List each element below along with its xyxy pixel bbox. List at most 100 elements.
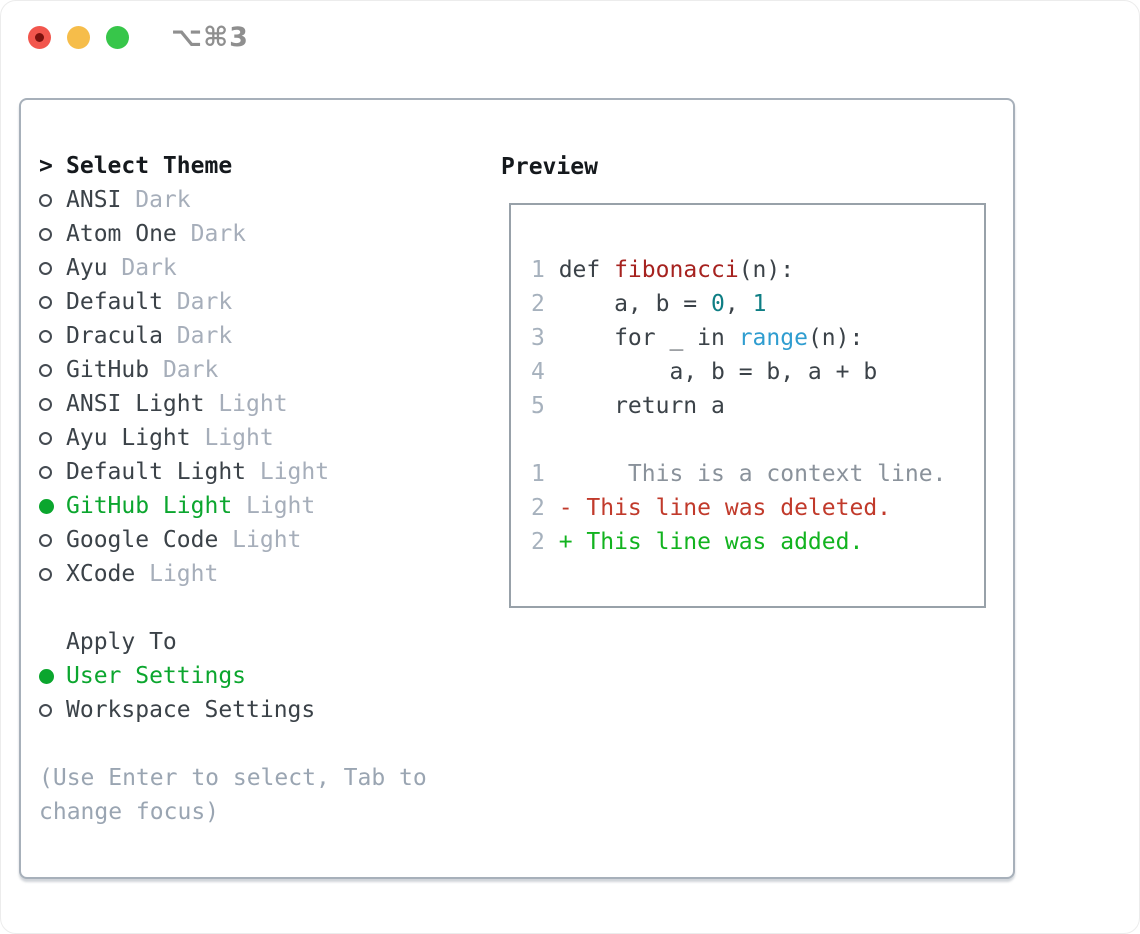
code-segment: fibonacci	[614, 257, 739, 283]
code-line: 5 return a	[531, 389, 974, 423]
radio-icon	[39, 261, 52, 275]
hint-text-line-1: (Use Enter to select, Tab to	[39, 765, 427, 791]
code-segment: - This line was deleted.	[558, 495, 892, 521]
radio-icon	[39, 431, 52, 445]
window-title: ⌥⌘3	[171, 21, 249, 53]
theme-name: Atom One	[66, 221, 177, 247]
marker	[39, 227, 66, 241]
marker	[39, 668, 66, 684]
theme-name: Ayu	[66, 255, 108, 281]
apply-to-option[interactable]: Workspace Settings	[39, 693, 489, 727]
preview-title: Preview	[501, 154, 598, 180]
theme-name: Ayu Light	[66, 425, 191, 451]
code-line: 2 - This line was deleted.	[531, 491, 974, 525]
zoom-button[interactable]	[106, 25, 129, 49]
code-segment: def	[558, 257, 615, 283]
code-segment: a, b =	[558, 291, 712, 317]
code-line: 2 + This line was added.	[531, 525, 974, 559]
line-content: for _ in range(n):	[558, 325, 864, 351]
marker	[39, 295, 66, 309]
theme-variant: Dark	[162, 357, 219, 383]
theme-option[interactable]: Atom One Dark	[39, 217, 489, 251]
titlebar: ⌥⌘3	[1, 1, 1139, 73]
marker	[39, 363, 66, 377]
code-line: 1 This is a context line.	[531, 457, 974, 491]
theme-option[interactable]: Ayu Dark	[39, 251, 489, 285]
minimize-button[interactable]	[67, 25, 90, 49]
theme-variant: Light	[204, 425, 274, 451]
marker	[39, 703, 66, 717]
line-content: - This line was deleted.	[559, 495, 891, 521]
close-button[interactable]	[28, 25, 51, 49]
line-number: 4	[531, 359, 545, 385]
line-number: 1	[531, 257, 545, 283]
theme-name: ANSI	[66, 187, 122, 213]
theme-name: ANSI Light	[66, 391, 205, 417]
code-line: 2 a, b = 0, 1	[531, 287, 974, 321]
theme-variant: Dark	[135, 187, 191, 213]
apply-to-option[interactable]: User Settings	[39, 659, 489, 693]
code-segment: range	[738, 325, 808, 351]
radio-icon	[39, 465, 52, 479]
radio-icon	[39, 533, 52, 547]
marker	[39, 329, 66, 343]
apply-to-label: Workspace Settings	[66, 697, 316, 723]
theme-option[interactable]: ANSI Light Light	[39, 387, 489, 421]
code-line: 3 for _ in range(n):	[531, 321, 974, 355]
line-content: This is a context line.	[559, 461, 947, 487]
code-segment: + This line was added.	[558, 529, 864, 555]
theme-variant: Light	[259, 459, 330, 485]
code-line: 1 def fibonacci(n):	[531, 253, 974, 287]
line-number: 1	[531, 461, 545, 487]
radio-icon	[39, 227, 52, 241]
radio-icon	[39, 193, 52, 207]
theme-option[interactable]: Ayu Light Light	[39, 421, 489, 455]
code-segment: This is a context line.	[558, 461, 947, 487]
diff-preview-block: 1 This is a context line. 2 - This line wa…	[531, 457, 974, 559]
code-segment: for _ in	[558, 325, 739, 351]
line-number: 5	[531, 393, 545, 419]
theme-option[interactable]: ANSI Dark	[39, 183, 489, 217]
theme-variant: Dark	[176, 323, 233, 349]
code-segment: (n):	[807, 325, 864, 351]
code-segment: 1	[752, 291, 767, 317]
line-number: 2	[531, 291, 545, 317]
line-number: 2	[531, 529, 545, 555]
code-segment: 0	[711, 291, 725, 317]
theme-name: XCode	[66, 561, 136, 587]
line-content: def fibonacci(n):	[559, 257, 794, 283]
radio-icon	[39, 703, 52, 717]
theme-variant: Light	[218, 391, 288, 417]
line-number: 2	[531, 495, 545, 521]
theme-option[interactable]: XCode Light	[39, 557, 489, 591]
radio-icon	[39, 363, 52, 377]
apply-to-label: User Settings	[66, 663, 247, 689]
theme-variant: Dark	[176, 289, 233, 315]
radio-icon	[39, 329, 52, 343]
select-theme-title: Select Theme	[66, 153, 233, 179]
code-segment: return a	[558, 393, 725, 419]
theme-variant: Dark	[121, 255, 177, 281]
apply-to-header: Apply To	[39, 625, 489, 659]
marker	[39, 498, 66, 514]
code-segment: (n):	[738, 257, 795, 283]
marker	[39, 193, 66, 207]
line-number: 3	[531, 325, 545, 351]
theme-variant: Light	[149, 561, 219, 587]
spacer	[39, 727, 489, 761]
prompt-caret-icon: >	[39, 153, 53, 179]
marker	[39, 465, 66, 479]
radio-selected-icon	[39, 668, 54, 684]
theme-name: GitHub	[66, 357, 150, 383]
theme-variant: Dark	[190, 221, 247, 247]
theme-option[interactable]: GitHub Dark	[39, 353, 489, 387]
